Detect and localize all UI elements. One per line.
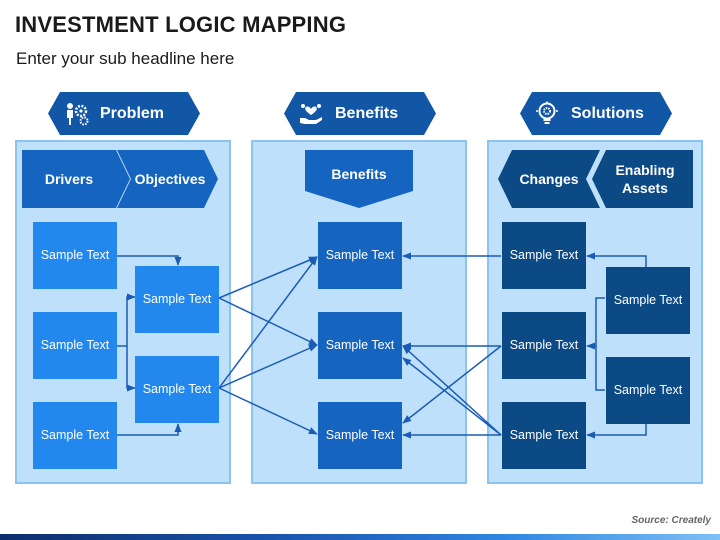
- asset-box-2: Sample Text: [606, 357, 690, 424]
- drivers-tab: Drivers: [22, 150, 130, 208]
- objective-box-2: Sample Text: [135, 356, 219, 423]
- enabling-assets-tab: Enabling Assets: [592, 150, 693, 208]
- page-subtitle: Enter your sub headline here: [16, 49, 235, 68]
- driver-box-3: Sample Text: [33, 402, 117, 469]
- source-note: Source: Creately: [631, 515, 711, 526]
- benefit-box-3: Sample Text: [318, 402, 402, 469]
- page-title: INVESTMENT LOGIC MAPPING: [15, 12, 347, 37]
- footer-gradient-bar: [0, 534, 720, 540]
- problem-header: Problem: [48, 92, 200, 135]
- change-box-1: Sample Text: [502, 222, 586, 289]
- change-box-3: Sample Text: [502, 402, 586, 469]
- solutions-header: Solutions: [520, 92, 672, 135]
- driver-box-2: Sample Text: [33, 312, 117, 379]
- lightbulb-gear-icon: [536, 101, 558, 124]
- benefits-tab-label: Benefits: [331, 166, 387, 182]
- change-box-2: Sample Text: [502, 312, 586, 379]
- objective-box-1: Sample Text: [135, 266, 219, 333]
- gears-person-icon: [67, 103, 89, 126]
- drivers-tab-label: Drivers: [44, 171, 94, 187]
- objectives-tab-label: Objectives: [134, 171, 206, 187]
- asset-box-1: Sample Text: [606, 267, 690, 334]
- benefit-box-1: Sample Text: [318, 222, 402, 289]
- objectives-tab: Objectives: [117, 150, 218, 208]
- benefits-header-label: Benefits: [335, 105, 399, 122]
- benefits-header: Benefits: [284, 92, 436, 135]
- benefits-tab: Benefits: [305, 150, 413, 208]
- problem-header-label: Problem: [100, 105, 165, 122]
- enabling-assets-tab-label: Enabling Assets: [615, 162, 675, 196]
- benefit-box-2: Sample Text: [318, 312, 402, 379]
- changes-tab: Changes: [498, 150, 600, 208]
- changes-tab-label: Changes: [519, 171, 579, 187]
- driver-box-1: Sample Text: [33, 222, 117, 289]
- solutions-header-label: Solutions: [571, 105, 644, 122]
- hand-heart-icon: [300, 104, 322, 124]
